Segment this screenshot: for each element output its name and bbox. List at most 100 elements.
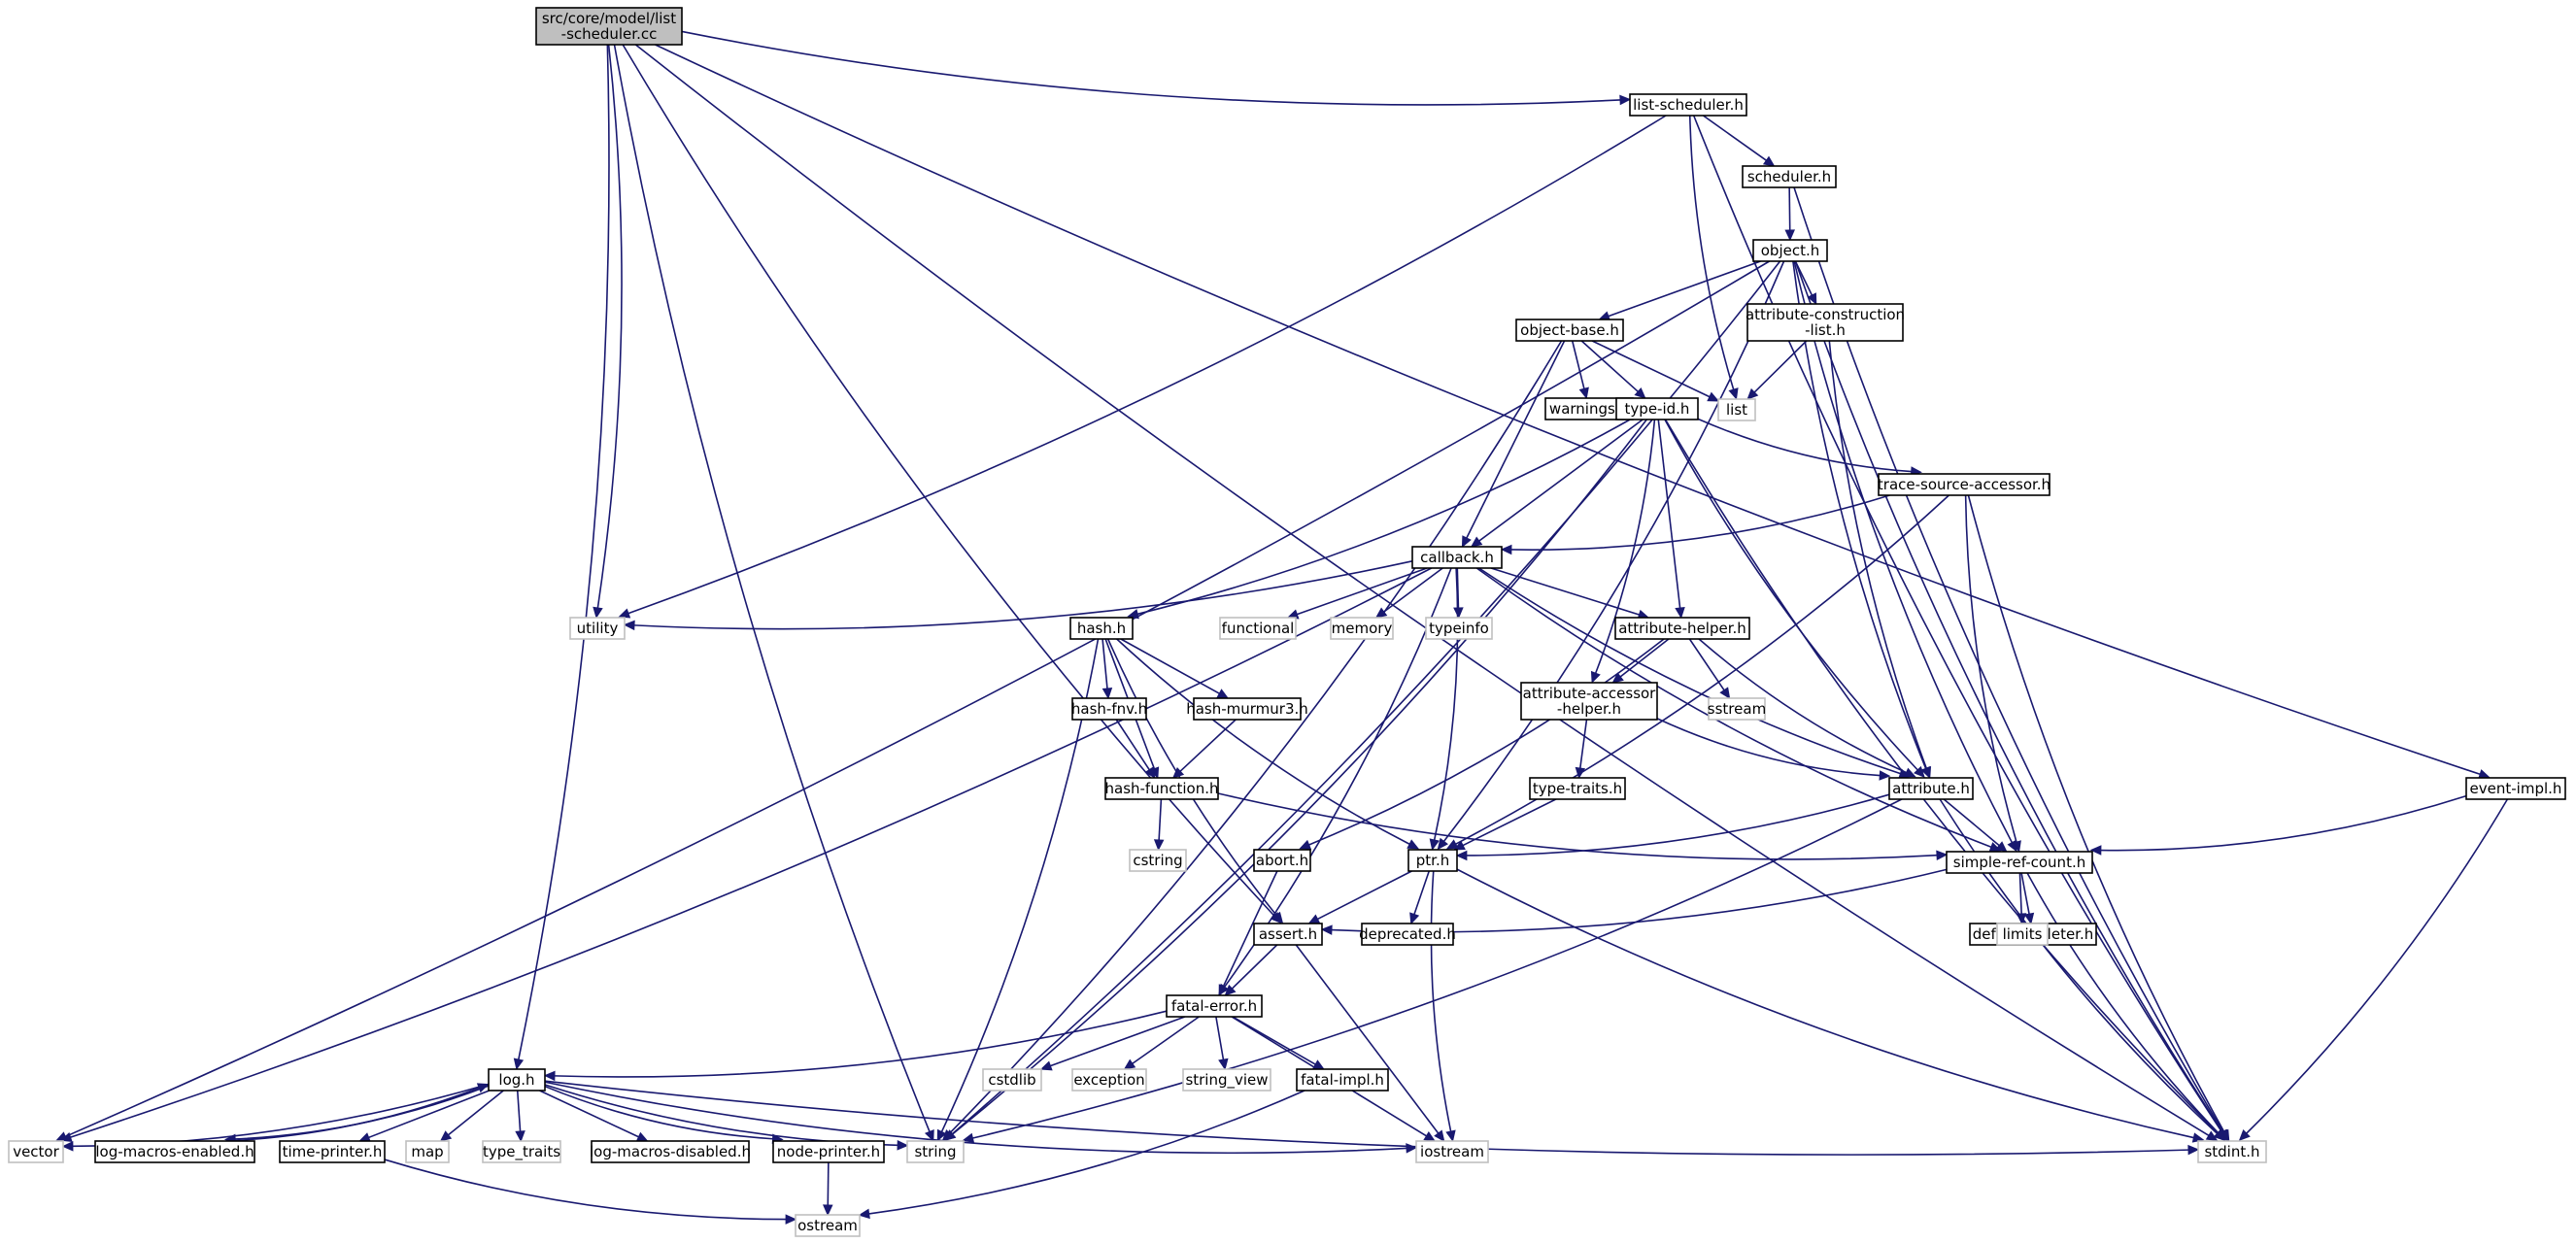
node-box xyxy=(1717,398,1756,421)
node-trace-source[interactable]: trace-source-accessor.h xyxy=(1878,473,2051,496)
node-box xyxy=(1219,617,1297,640)
node-attr-helper[interactable]: attribute-helper.h xyxy=(1614,617,1750,640)
node-attr-construction[interactable]: attribute-construction-list.h xyxy=(1746,303,1905,342)
edge-attribute-to-stdint xyxy=(1939,798,2225,1141)
edge-type-id-to-hash xyxy=(1127,419,1631,620)
node-box xyxy=(1529,777,1626,800)
edge-attribute-to-ptr xyxy=(1455,793,1890,861)
node-box xyxy=(1996,923,2049,946)
node-label: type_traits xyxy=(483,1143,560,1161)
node-label: limits xyxy=(2003,925,2043,943)
node-box xyxy=(1407,849,1458,872)
node-deprecated[interactable]: deprecated.h xyxy=(1359,923,1456,946)
node-callback[interactable]: callback.h xyxy=(1411,546,1503,569)
node-attribute[interactable]: attribute.h xyxy=(1888,777,1974,800)
node-log-macros-disabled[interactable]: log-macros-disabled.h xyxy=(590,1140,751,1163)
node-label: log-macros-disabled.h xyxy=(590,1143,751,1160)
node-label: hash.h xyxy=(1077,620,1126,637)
edge-node-printer-to-ostream xyxy=(823,1161,833,1217)
node-type-traits-h[interactable]: type-traits.h xyxy=(1529,777,1626,800)
node-label: ostream xyxy=(797,1217,858,1234)
edge-object-to-stdint xyxy=(1794,260,2229,1142)
node-hash-function[interactable]: hash-function.h xyxy=(1104,777,1219,800)
node-label: hash-murmur3.h xyxy=(1186,700,1308,718)
edge-ptr-to-iostream xyxy=(1430,870,1456,1143)
edge-object-base-to-type-id xyxy=(1580,340,1646,399)
node-warnings[interactable]: warnings.h xyxy=(1544,397,1634,420)
node-label: abort.h xyxy=(1256,852,1308,869)
node-type-id[interactable]: type-id.h xyxy=(1615,397,1699,420)
node-sstream: sstream xyxy=(1708,697,1766,721)
node-label: event-impl.h xyxy=(2470,780,2562,797)
node-memory: memory xyxy=(1330,617,1394,640)
node-list: list xyxy=(1717,398,1756,421)
node-label: sstream xyxy=(1708,700,1766,718)
edge-log-to-map xyxy=(439,1090,504,1142)
node-label: trace-source-accessor.h xyxy=(1878,476,2051,493)
node-list-scheduler[interactable]: list-scheduler.h xyxy=(1629,93,1747,117)
edge-hash-function-to-cstring xyxy=(1153,798,1165,852)
node-box xyxy=(1520,682,1658,721)
node-iostream: iostream xyxy=(1415,1140,1489,1163)
node-box xyxy=(982,1068,1042,1092)
node-time-printer[interactable]: time-printer.h xyxy=(279,1140,386,1163)
node-object-base[interactable]: object-base.h xyxy=(1515,319,1624,342)
node-label: typeinfo xyxy=(1429,620,1489,637)
node-utility: utility xyxy=(569,617,626,640)
node-label: -scheduler.cc xyxy=(561,25,658,43)
node-label: cstdlib xyxy=(988,1071,1035,1089)
node-label: utility xyxy=(577,620,619,637)
node-box xyxy=(569,617,626,640)
node-label: callback.h xyxy=(1420,549,1494,566)
edge-object-to-vector xyxy=(55,260,1770,1142)
edge-hash-to-hash-fnv xyxy=(1102,638,1113,700)
node-label: hash-function.h xyxy=(1105,780,1219,797)
node-object[interactable]: object.h xyxy=(1752,239,1828,262)
node-label: attribute.h xyxy=(1892,780,1970,797)
node-hash-fnv[interactable]: hash-fnv.h xyxy=(1071,697,1147,721)
node-event-impl[interactable]: event-impl.h xyxy=(2465,777,2566,800)
edge-attr-helper-to-abort xyxy=(1299,638,1665,850)
node-hash-murmur3[interactable]: hash-murmur3.h xyxy=(1186,697,1308,721)
node-fatal-impl[interactable]: fatal-impl.h xyxy=(1296,1068,1389,1092)
graph-edges xyxy=(55,30,2509,1225)
node-assert[interactable]: assert.h xyxy=(1253,923,1323,946)
edge-root-to-log xyxy=(513,44,610,1071)
node-label: log-macros-enabled.h xyxy=(95,1143,254,1160)
node-abort[interactable]: abort.h xyxy=(1253,849,1311,872)
node-root[interactable]: src/core/model/list-scheduler.cc xyxy=(535,7,683,46)
node-box xyxy=(488,1068,546,1092)
node-label: type-traits.h xyxy=(1533,780,1622,797)
node-map: map xyxy=(405,1140,450,1163)
edge-callback-to-functional xyxy=(1286,567,1428,620)
node-log-macros-enabled[interactable]: log-macros-enabled.h xyxy=(94,1140,255,1163)
node-simple-ref-count[interactable]: simple-ref-count.h xyxy=(1946,851,2093,874)
edge-root-to-stdint xyxy=(634,44,2219,1142)
node-label: fatal-impl.h xyxy=(1301,1071,1384,1089)
edge-attr-accessor-to-attribute xyxy=(1656,718,1891,781)
node-label: vector xyxy=(13,1143,59,1160)
edge-fatal-error-to-string_view xyxy=(1215,1016,1229,1071)
edge-assert-to-iostream xyxy=(1295,944,1445,1142)
node-box xyxy=(2465,777,2566,800)
node-ptr[interactable]: ptr.h xyxy=(1407,849,1458,872)
node-label: -list.h xyxy=(1805,321,1846,339)
edge-trace-source-to-simple-ref-count xyxy=(1964,494,2021,853)
node-box xyxy=(1746,303,1904,342)
node-label: warnings.h xyxy=(1549,400,1629,418)
edge-list-scheduler-to-scheduler xyxy=(1702,115,1776,167)
node-fatal-error[interactable]: fatal-error.h xyxy=(1166,994,1263,1018)
node-limits: limits xyxy=(1996,923,2049,946)
node-attr-accessor[interactable]: attribute-accessor-helper.h xyxy=(1520,682,1658,721)
node-node-printer[interactable]: node-printer.h xyxy=(772,1140,885,1163)
edge-attribute-to-simple-ref-count xyxy=(1943,798,2008,853)
edge-ptr-to-assert xyxy=(1307,870,1412,924)
node-box xyxy=(1708,697,1766,721)
edge-log-to-string xyxy=(544,1084,909,1151)
edge-event-impl-to-simple-ref-count xyxy=(2089,794,2467,856)
node-scheduler[interactable]: scheduler.h xyxy=(1742,165,1837,188)
node-hash[interactable]: hash.h xyxy=(1069,617,1134,640)
node-log[interactable]: log.h xyxy=(488,1068,546,1092)
edge-callback-to-memory xyxy=(1374,567,1443,619)
edge-object-base-to-string xyxy=(941,340,1563,1142)
